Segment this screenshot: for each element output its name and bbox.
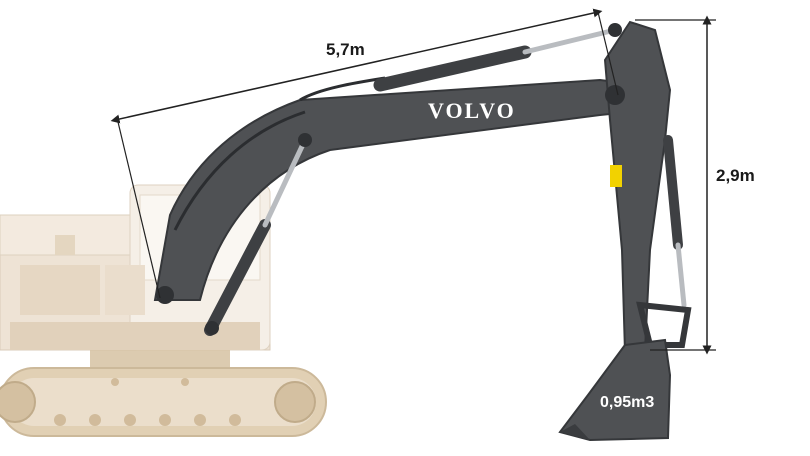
bucket-cylinder [636,135,692,348]
height-label: 2,9m [716,166,755,185]
arm-cylinder [373,23,622,92]
bucket [558,338,672,442]
warning-sticker [610,165,622,187]
reach-dimension-line [110,8,619,299]
bucket-capacity-label: 0,95m3 [600,394,655,411]
boom-cylinder [204,133,312,336]
height-dimension-line [635,15,716,355]
volvo-brand-logo: VOLVO [428,98,516,123]
stick-arm [603,20,672,354]
reach-label: 5,7m [326,40,365,59]
track-faded [0,350,327,437]
